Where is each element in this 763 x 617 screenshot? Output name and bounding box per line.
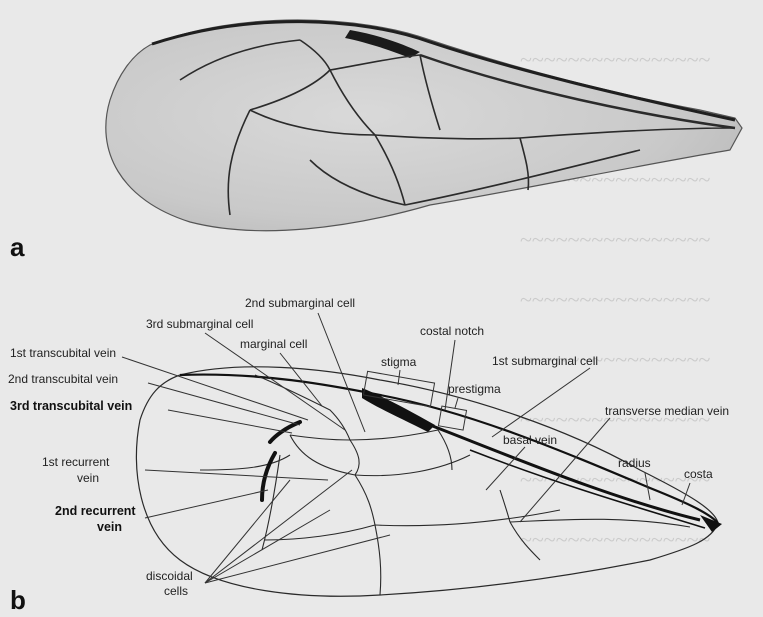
label-basal-vein: basal vein [503, 433, 557, 447]
label-discoidal-cells-line1: discoidal [146, 569, 193, 583]
label-costal-notch: costal notch [420, 324, 484, 338]
label-third-submarginal-cell: 3rd submarginal cell [146, 317, 253, 331]
label-marginal-cell: marginal cell [240, 337, 307, 351]
label-first-submarginal-cell: 1st submarginal cell [492, 354, 598, 368]
label-prestigma: prestigma [448, 382, 501, 396]
label-second-recurrent-vein-line1: 2nd recurrent [55, 504, 136, 518]
label-stigma: stigma [381, 355, 417, 369]
label-second-recurrent-vein-line2: vein [97, 520, 122, 534]
stigma-shape [362, 388, 435, 432]
label-second-transcubital-vein: 2nd transcubital vein [8, 372, 118, 386]
label-first-recurrent-vein-line2: vein [77, 471, 99, 485]
label-first-transcubital-vein: 1st transcubital vein [10, 346, 116, 360]
label-transverse-median-vein: transverse median vein [605, 404, 729, 418]
wing-outline [136, 367, 718, 596]
label-costa: costa [684, 467, 713, 481]
label-third-transcubital-vein: 3rd transcubital vein [10, 399, 132, 413]
label-second-submarginal-cell: 2nd submarginal cell [245, 296, 355, 310]
label-radius: radius [618, 456, 651, 470]
label-first-recurrent-vein-line1: 1st recurrent [42, 455, 110, 469]
label-discoidal-cells-line2: cells [164, 584, 188, 598]
